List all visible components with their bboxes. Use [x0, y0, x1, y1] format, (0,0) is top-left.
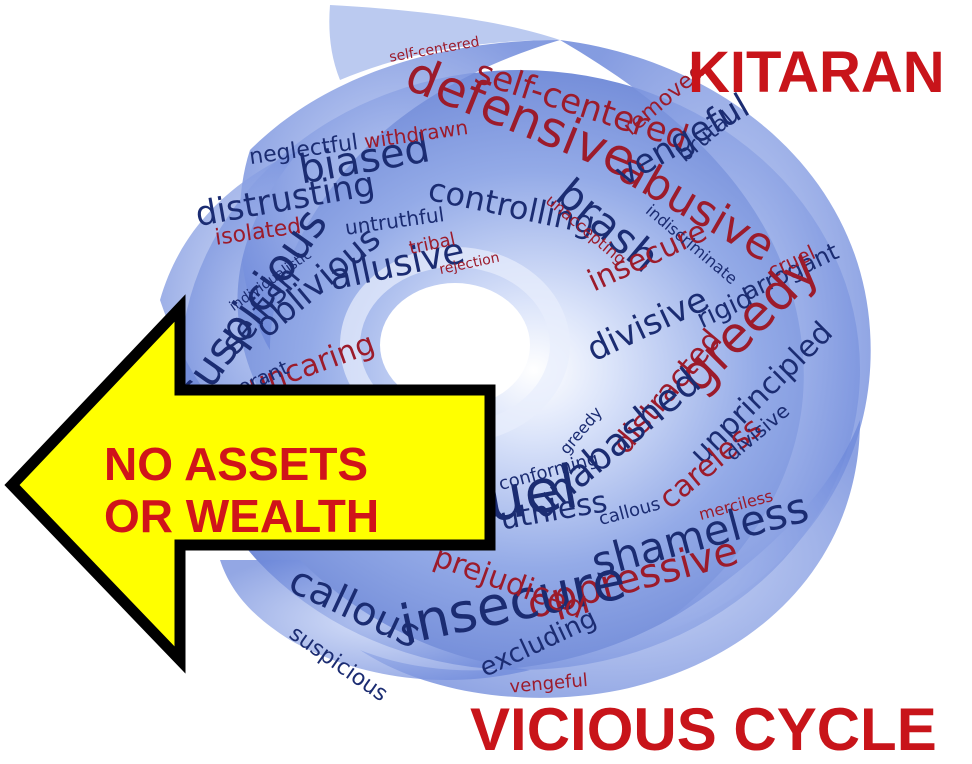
- title-kitaran: KITARAN: [688, 44, 945, 102]
- arrow-label: NO ASSETS OR WEALTH: [104, 438, 404, 542]
- title-vicious-cycle: VICIOUS CYCLE: [470, 700, 937, 760]
